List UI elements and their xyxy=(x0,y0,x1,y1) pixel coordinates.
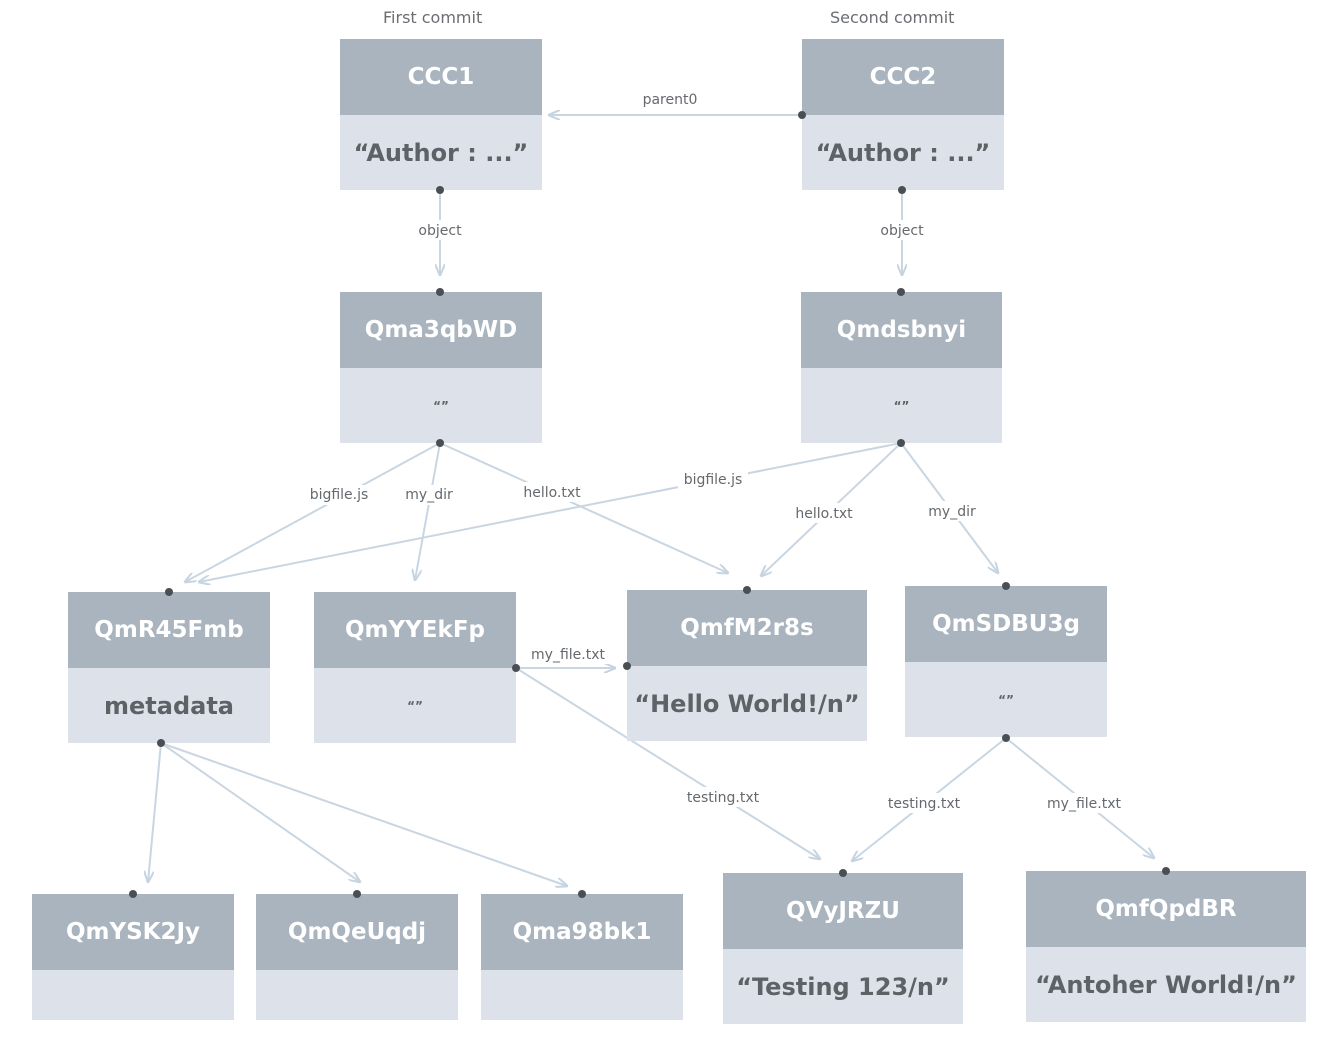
edge-meta-2 xyxy=(160,742,360,882)
node-ccc2: CCC2 “Author : ...” xyxy=(802,39,1004,190)
label-my-dir-1: my_dir xyxy=(405,487,453,503)
label-hello-1: hello.txt xyxy=(523,485,581,501)
label-parent0: parent0 xyxy=(643,92,698,108)
node-content: “Hello World!/n” xyxy=(627,666,867,741)
node-qma98bk1: Qma98bk1 xyxy=(481,894,683,1020)
node-content: “Author : ...” xyxy=(340,115,542,190)
node-title: QmYYEkFp xyxy=(314,592,516,668)
node-content: “” xyxy=(801,368,1002,443)
label-testing-1: testing.txt xyxy=(687,790,760,806)
node-qmfqpdbr: QmfQpdBR “Antoher World!/n” xyxy=(1026,871,1306,1022)
node-title: QmQeUqdj xyxy=(256,894,458,970)
node-title: QmR45Fmb xyxy=(68,592,270,668)
node-content: “Author : ...” xyxy=(802,115,1004,190)
label-my-file-1: my_file.txt xyxy=(531,647,605,663)
node-qmysk2jy: QmYSK2Jy xyxy=(32,894,234,1020)
node-title: Qma3qbWD xyxy=(340,292,542,368)
label-hello-2: hello.txt xyxy=(795,506,853,522)
node-title: CCC1 xyxy=(340,39,542,115)
label-object-1: object xyxy=(418,223,462,239)
label-my-dir-2: my_dir xyxy=(928,504,976,520)
node-title: Qma98bk1 xyxy=(481,894,683,970)
node-qmdsbnyi: Qmdsbnyi “” xyxy=(801,292,1002,443)
label-bigfile-1: bigfile.js xyxy=(310,487,369,503)
edge-bigfile-2 xyxy=(199,442,902,582)
node-content: “” xyxy=(340,368,542,443)
node-content: “” xyxy=(314,668,516,743)
edge-meta-3 xyxy=(160,742,567,886)
node-content: metadata xyxy=(68,668,270,743)
node-title: QVyJRZU xyxy=(723,873,963,949)
node-qmr45fmb: QmR45Fmb metadata xyxy=(68,592,270,743)
edge-hello-1 xyxy=(439,442,728,573)
node-content xyxy=(256,970,458,1020)
node-qmqeuqdj: QmQeUqdj xyxy=(256,894,458,1020)
label-bigfile-2: bigfile.js xyxy=(684,472,743,488)
node-content: “Testing 123/n” xyxy=(723,949,963,1024)
node-qvyjrzu: QVyJRZU “Testing 123/n” xyxy=(723,873,963,1024)
node-content xyxy=(481,970,683,1020)
caption-second-commit: Second commit xyxy=(830,8,955,27)
edge-bigfile-1 xyxy=(185,442,441,582)
node-qmfm2r8s: QmfM2r8s “Hello World!/n” xyxy=(627,590,867,741)
node-title: QmfM2r8s xyxy=(627,590,867,666)
node-qmsdbu3g: QmSDBU3g “” xyxy=(905,586,1107,737)
edge-meta-1 xyxy=(148,742,162,882)
node-title: QmYSK2Jy xyxy=(32,894,234,970)
edge-testing-1 xyxy=(515,667,820,859)
node-content: “” xyxy=(905,662,1107,737)
node-title: QmfQpdBR xyxy=(1026,871,1306,947)
node-title: Qmdsbnyi xyxy=(801,292,1002,368)
node-title: QmSDBU3g xyxy=(905,586,1107,662)
caption-first-commit: First commit xyxy=(383,8,483,27)
edge-my-dir-1 xyxy=(415,442,441,580)
node-content: “Antoher World!/n” xyxy=(1026,947,1306,1022)
node-qma3qbwd: Qma3qbWD “” xyxy=(340,292,542,443)
node-content xyxy=(32,970,234,1020)
label-my-file-2: my_file.txt xyxy=(1047,796,1121,812)
node-qmyyekfp: QmYYEkFp “” xyxy=(314,592,516,743)
label-object-2: object xyxy=(880,223,924,239)
label-testing-2: testing.txt xyxy=(888,796,961,812)
node-title: CCC2 xyxy=(802,39,1004,115)
node-ccc1: CCC1 “Author : ...” xyxy=(340,39,542,190)
